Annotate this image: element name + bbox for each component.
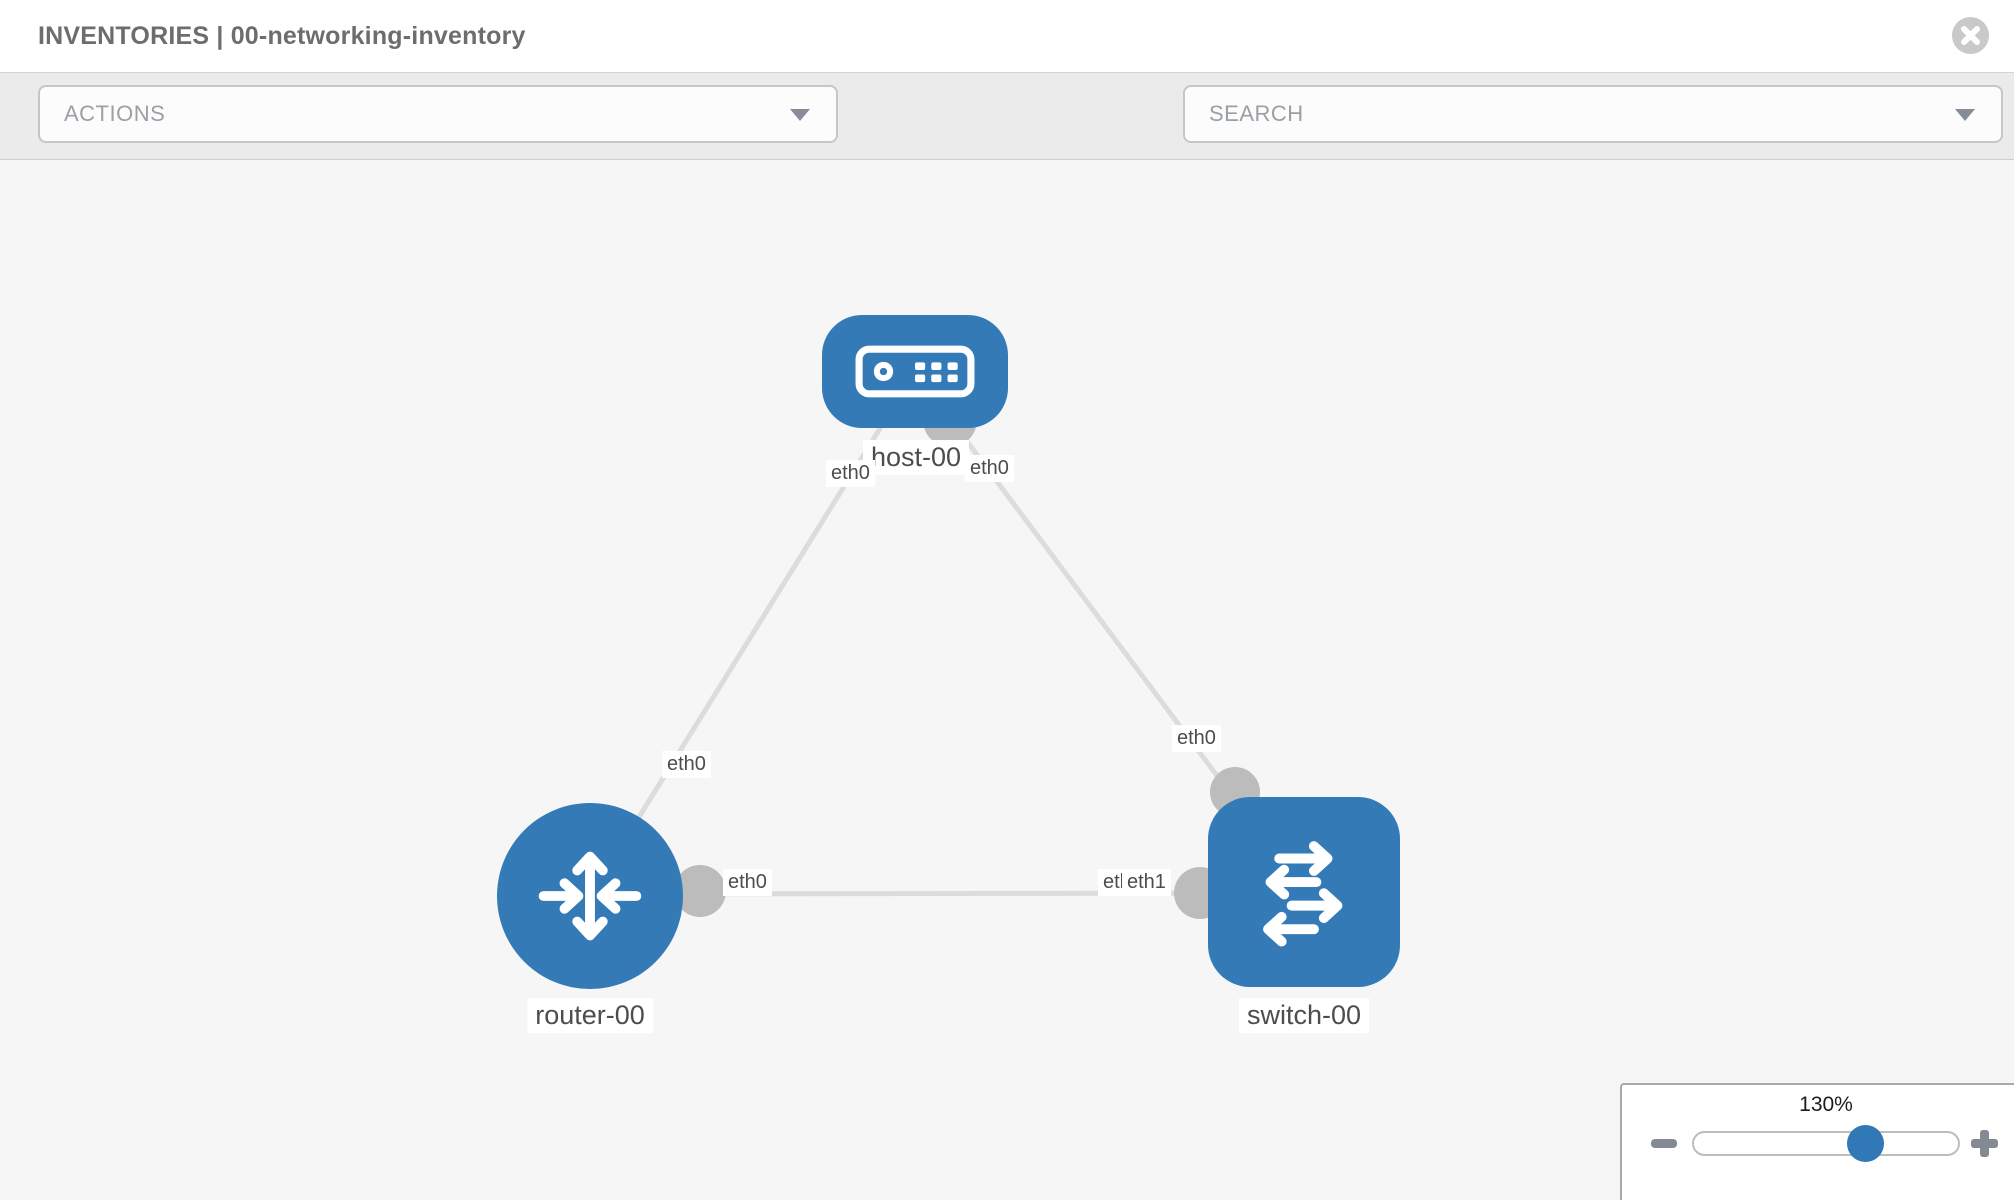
node-label-switch: switch-00: [1238, 998, 1370, 1033]
interface-label: eth1: [1122, 869, 1171, 896]
router-icon: [538, 851, 642, 941]
toolbar: ACTIONS SEARCH: [0, 72, 2014, 204]
search-dropdown[interactable]: SEARCH: [1183, 85, 2003, 143]
close-button[interactable]: [1952, 17, 1989, 54]
chevron-down-icon: [790, 109, 810, 121]
interface-label: eth0: [965, 455, 1014, 482]
zoom-out-button[interactable]: [1644, 1123, 1684, 1163]
search-dropdown-label: SEARCH: [1209, 101, 1304, 126]
link-router-host[interactable]: [587, 370, 918, 898]
zoom-in-button[interactable]: [1964, 1123, 2004, 1163]
endpoint-router: [674, 865, 726, 917]
zoom-slider[interactable]: [1692, 1125, 1960, 1162]
switch-icon: [1263, 841, 1343, 947]
minus-icon: [1651, 1139, 1677, 1148]
edges-layer: [587, 370, 1307, 919]
zoom-slider-thumb[interactable]: [1847, 1125, 1884, 1162]
zoom-panel: 130%: [1620, 1083, 2014, 1200]
header: INVENTORIES | 00-networking-inventory: [0, 0, 2014, 72]
node-label-host: host-00: [862, 440, 970, 475]
page-title: INVENTORIES | 00-networking-inventory: [38, 22, 526, 50]
interface-label: eth0: [662, 751, 711, 778]
actions-dropdown[interactable]: ACTIONS: [38, 85, 838, 143]
close-icon: [1961, 26, 1980, 45]
topology-canvas[interactable]: host-00 router-00 switch-00 eth0 eth0 et…: [0, 160, 2014, 1200]
host-icon: [855, 345, 975, 398]
node-label-router: router-00: [527, 998, 653, 1033]
actions-dropdown-label: ACTIONS: [64, 101, 166, 126]
zoom-level-value: 130%: [1799, 1093, 1853, 1116]
interface-label: eth0: [723, 869, 772, 896]
plus-icon: [1980, 1130, 1989, 1157]
node-router-00[interactable]: [497, 803, 683, 989]
interface-label: eth0: [826, 460, 875, 487]
node-host-00[interactable]: [822, 315, 1008, 428]
interface-label: eth0: [1172, 725, 1221, 752]
chevron-down-icon: [1955, 109, 1975, 121]
node-switch-00[interactable]: [1208, 797, 1400, 987]
